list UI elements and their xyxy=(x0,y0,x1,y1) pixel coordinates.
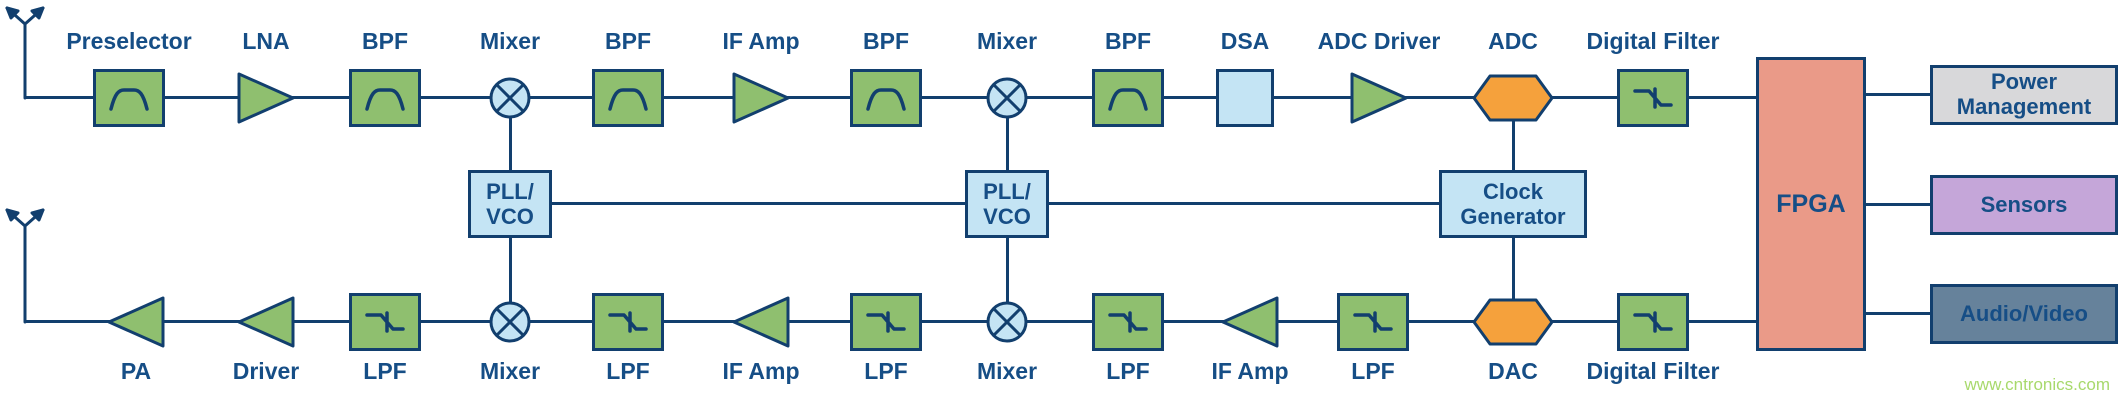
label-adc-driver: ADC Driver xyxy=(1317,28,1441,54)
label-rx-mixer-1: Mixer xyxy=(479,28,541,54)
fpga-box: FPGA xyxy=(1756,57,1866,351)
label-if-amp-tx-2: IF Amp xyxy=(1211,358,1289,384)
sensors-box: Sensors xyxy=(1930,175,2118,235)
pll-vco-2-line2: VCO xyxy=(983,204,1031,229)
power-management-box: Power Management xyxy=(1930,65,2118,125)
label-bpf-4: BPF xyxy=(1105,28,1151,54)
label-dac: DAC xyxy=(1488,358,1538,384)
label-lpf-3: LPF xyxy=(864,358,908,384)
audio-video-box: Audio/Video xyxy=(1930,284,2118,344)
label-bpf-2: BPF xyxy=(605,28,651,54)
audio-video-label: Audio/Video xyxy=(1960,300,2088,326)
label-tx-digital-filter: Digital Filter xyxy=(1586,358,1720,384)
clock-generator-line1: Clock xyxy=(1483,178,1543,204)
pll-vco-box-2: PLL/ VCO xyxy=(965,170,1049,238)
fpga-label: FPGA xyxy=(1776,189,1846,218)
lna-amplifier xyxy=(237,72,295,124)
bandpass-icon xyxy=(365,88,405,111)
lowpass-icon xyxy=(866,311,906,333)
bandpass-icon xyxy=(1108,88,1148,111)
sensors-label: Sensors xyxy=(1980,191,2068,217)
tx-mixer-1 xyxy=(489,301,531,343)
lowpass-icon xyxy=(1353,311,1393,333)
if-amp-rx xyxy=(732,72,790,124)
bpf-filter-block-3 xyxy=(850,69,922,127)
tx-mixer-2 xyxy=(986,301,1028,343)
adc-converter xyxy=(1472,74,1554,122)
rx-antenna-icon xyxy=(5,6,45,100)
label-pa: PA xyxy=(120,358,152,384)
if-amp-tx-1 xyxy=(732,296,790,348)
pll-vco-2-line1: PLL/ xyxy=(983,178,1031,204)
label-if-amp-tx-1: IF Amp xyxy=(722,358,800,384)
driver-amplifier xyxy=(237,296,295,348)
label-rx-mixer-2: Mixer xyxy=(976,28,1038,54)
lpf-filter-block-2 xyxy=(592,293,664,351)
preselector-filter-block xyxy=(93,69,165,127)
pll-vco-1-line2: VCO xyxy=(486,204,534,229)
tx-digital-filter-block xyxy=(1617,293,1689,351)
lowpass-icon xyxy=(365,311,405,333)
rx-digital-filter-block xyxy=(1617,69,1689,127)
rx-mixer-1 xyxy=(489,77,531,119)
fpga-power-connector xyxy=(1866,93,1930,96)
power-management-line1: Power xyxy=(1990,69,2058,95)
lowpass-icon xyxy=(1108,311,1148,333)
label-lpf-2: LPF xyxy=(606,358,650,384)
bandpass-icon xyxy=(608,88,648,111)
dsa-block xyxy=(1216,69,1274,127)
lowpass-icon xyxy=(608,311,648,333)
lowpass-icon xyxy=(1633,311,1673,333)
bandpass-icon xyxy=(866,88,906,111)
label-tx-mixer-2: Mixer xyxy=(976,358,1038,384)
pll-vco-1-line1: PLL/ xyxy=(486,178,534,204)
pa-amplifier xyxy=(107,296,165,348)
pll-vco-box-1: PLL/ VCO xyxy=(468,170,552,238)
fpga-sensors-connector xyxy=(1866,203,1930,206)
label-bpf-3: BPF xyxy=(863,28,909,54)
power-management-line2: Management xyxy=(1956,94,2092,119)
if-amp-tx-2 xyxy=(1221,296,1279,348)
watermark-text: www.cntronics.com xyxy=(1964,375,2110,394)
label-driver: Driver xyxy=(232,358,300,384)
label-lpf-4: LPF xyxy=(1106,358,1150,384)
label-tx-mixer-1: Mixer xyxy=(479,358,541,384)
label-lpf-1: LPF xyxy=(363,358,407,384)
lpf-filter-block-5 xyxy=(1337,293,1409,351)
bpf-filter-block-1 xyxy=(349,69,421,127)
label-dsa: DSA xyxy=(1220,28,1270,54)
label-bpf-1: BPF xyxy=(362,28,408,54)
lowpass-icon xyxy=(1633,87,1673,109)
clock-generator-box: Clock Generator xyxy=(1439,170,1587,238)
bpf-filter-block-4 xyxy=(1092,69,1164,127)
label-preselector: Preselector xyxy=(66,28,192,54)
tx-antenna-icon xyxy=(5,208,45,324)
bandpass-icon xyxy=(109,88,149,111)
label-rx-digital-filter: Digital Filter xyxy=(1586,28,1720,54)
label-if-amp-rx: IF Amp xyxy=(722,28,800,54)
label-adc: ADC xyxy=(1488,28,1538,54)
rx-mixer-2 xyxy=(986,77,1028,119)
lpf-filter-block-4 xyxy=(1092,293,1164,351)
clock-generator-line2: Generator xyxy=(1460,204,1566,229)
label-lpf-5: LPF xyxy=(1351,358,1395,384)
fpga-audio-connector xyxy=(1866,312,1930,315)
label-lna: LNA xyxy=(242,28,290,54)
lpf-filter-block-3 xyxy=(850,293,922,351)
dac-converter xyxy=(1472,298,1554,346)
bpf-filter-block-2 xyxy=(592,69,664,127)
lpf-filter-block-1 xyxy=(349,293,421,351)
adc-driver-amplifier xyxy=(1350,72,1408,124)
